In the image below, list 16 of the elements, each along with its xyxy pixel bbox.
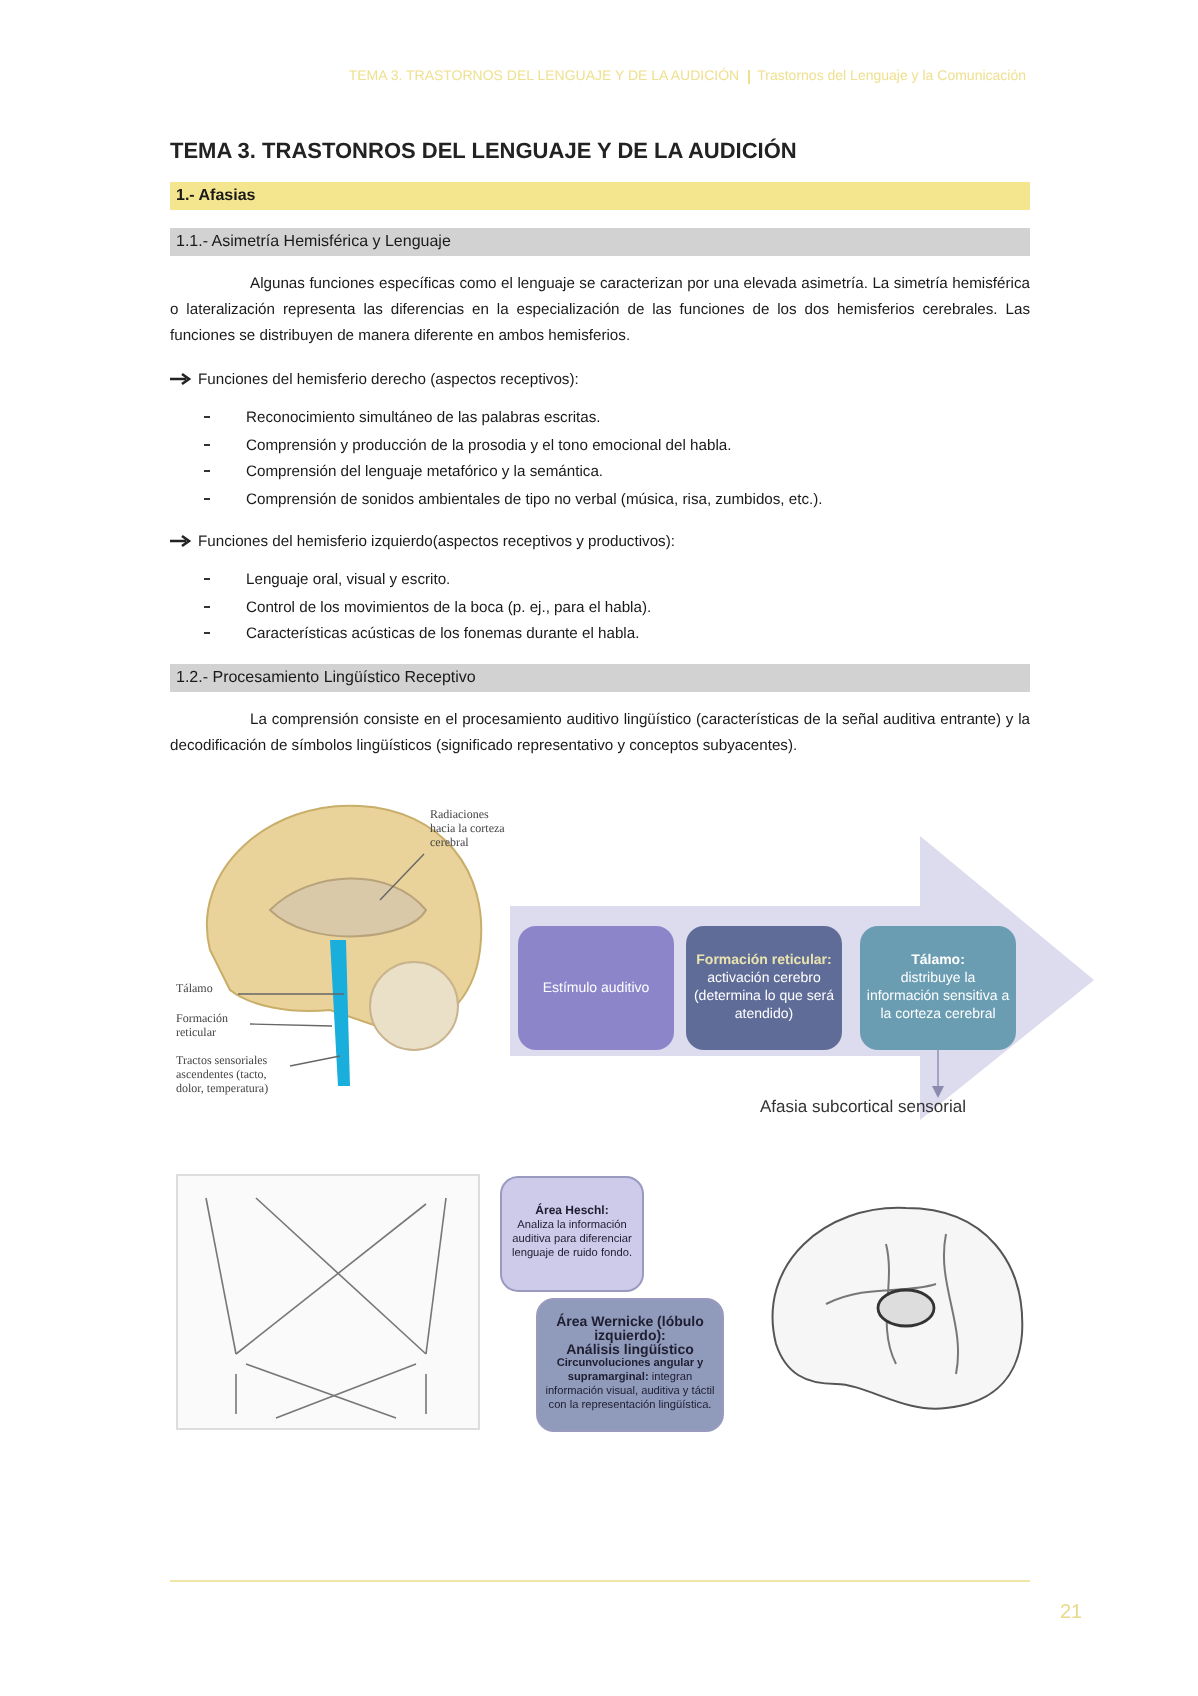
process-box [686,926,842,1050]
subsection-heading: 1.2.- Procesamiento Lingüístico Receptivo [170,663,1030,691]
page-title: TEMA 3. TRASTONROS DEL LENGUAJE Y DE LA AUDICIÓN [170,140,799,164]
section-heading: 1.- Afasias [170,182,1030,210]
outcome-label: Afasia subcortical sensorial [760,1096,1000,1120]
leader-line [379,853,425,901]
arrow [932,1049,944,1098]
leader-line [249,1023,333,1027]
subsection-heading: 1.1.- Asimetría Hemisférica y Lenguaje [170,228,1030,256]
leader-line [289,1055,341,1067]
process-box [518,926,674,1050]
process-box [860,926,1016,1050]
leader-line [237,993,345,995]
page-number: 21 [1060,1602,1083,1624]
info-card [536,1298,724,1432]
info-card [500,1176,644,1292]
